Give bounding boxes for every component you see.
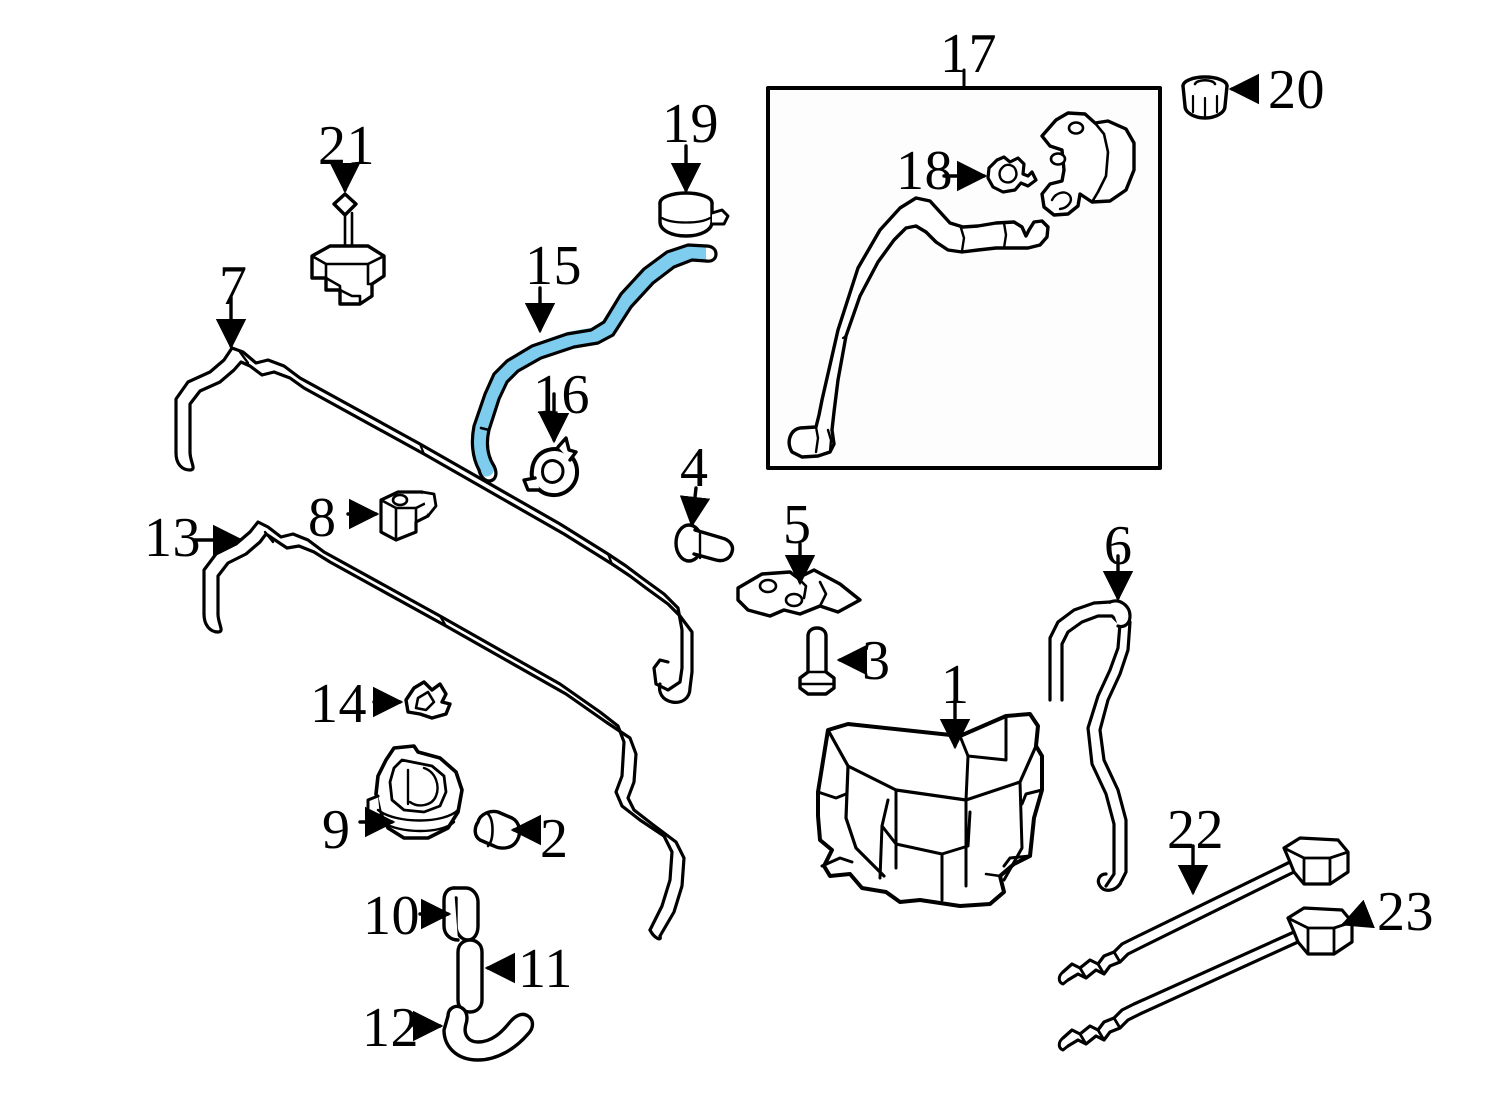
callout-15[interactable]: 15 <box>525 235 582 297</box>
callout-1[interactable]: 1 <box>941 654 970 716</box>
oxygen-sensor-23-icon <box>1057 906 1354 1052</box>
callout-3[interactable]: 3 <box>862 630 891 692</box>
callout-4[interactable]: 4 <box>680 437 709 499</box>
tube-7 <box>174 346 694 704</box>
tube-6 <box>1048 599 1132 892</box>
callout-12[interactable]: 12 <box>362 997 419 1059</box>
callout-16[interactable]: 16 <box>533 364 590 426</box>
retainer-clip-21-icon <box>310 192 386 306</box>
callout-8[interactable]: 8 <box>308 487 337 549</box>
purge-valve-icon <box>1040 111 1136 217</box>
inset-hose <box>787 196 1050 459</box>
callout-21[interactable]: 21 <box>318 115 375 177</box>
filler-cap-9-icon <box>366 744 464 840</box>
callout-9[interactable]: 9 <box>322 799 351 861</box>
oxygen-sensor-22-icon <box>1057 836 1350 986</box>
bracket-5-icon <box>736 568 862 618</box>
purge-hose-15 <box>470 243 718 483</box>
callout-2[interactable]: 2 <box>540 808 569 870</box>
callout-23[interactable]: 23 <box>1377 881 1434 943</box>
callout-19[interactable]: 19 <box>662 93 719 155</box>
clip-8-icon <box>379 490 438 542</box>
callout-17[interactable]: 17 <box>940 23 997 85</box>
clamp-14-icon <box>404 680 452 720</box>
callout-14[interactable]: 14 <box>310 673 367 735</box>
callout-20[interactable]: 20 <box>1268 59 1325 121</box>
callout-5[interactable]: 5 <box>783 494 812 556</box>
callout-6[interactable]: 6 <box>1104 515 1133 577</box>
grommet-20-icon <box>1181 75 1229 120</box>
callout-13[interactable]: 13 <box>144 507 201 569</box>
hose-11-icon <box>456 938 484 1014</box>
callout-11[interactable]: 11 <box>518 938 573 1000</box>
bolt-3-icon <box>798 626 836 696</box>
hose-12-icon <box>442 1004 535 1062</box>
callout-10[interactable]: 10 <box>363 885 420 947</box>
cap-19-icon <box>658 191 730 238</box>
hose-clamp-16-icon <box>522 436 580 498</box>
clamp-18-icon <box>986 155 1038 194</box>
connector-2-icon <box>473 809 522 850</box>
callout-18[interactable]: 18 <box>896 140 953 202</box>
vapor-canister-1-icon <box>816 712 1044 908</box>
callout-7[interactable]: 7 <box>219 255 248 317</box>
pin-4-icon <box>674 523 735 563</box>
callout-22[interactable]: 22 <box>1167 799 1224 861</box>
tube-13 <box>202 520 686 941</box>
